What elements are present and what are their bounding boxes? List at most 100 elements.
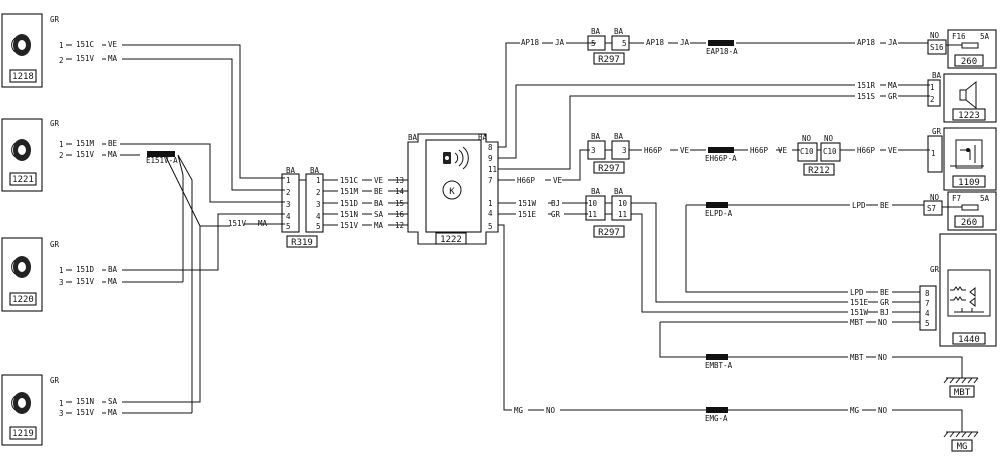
pin-number: 4 bbox=[286, 212, 291, 221]
wire-code: AP18 bbox=[857, 38, 876, 47]
key-icon: K bbox=[442, 180, 462, 200]
wire-color: NO bbox=[546, 406, 556, 415]
fuse-box-label: 260 bbox=[961, 57, 977, 67]
conn-color: NO bbox=[930, 193, 940, 202]
pin-number: 4 bbox=[925, 309, 930, 318]
relay-coil-icon bbox=[950, 139, 984, 169]
wire-color: VE bbox=[108, 40, 118, 49]
pin-number: 7 bbox=[488, 176, 493, 185]
wire-code: 151V bbox=[340, 221, 359, 230]
ap18-circuit: AP18 JA BA BA 5 5 R297 AP18 JA EAP18-A A… bbox=[498, 27, 928, 148]
wire-color: MA bbox=[108, 54, 118, 63]
sensor-1219: 1219 GR 1 3 151N SA 151V MA bbox=[1, 374, 118, 446]
conn-color: NO bbox=[824, 134, 834, 143]
wire-code: 151V bbox=[76, 54, 95, 63]
wire-code: MG bbox=[850, 406, 860, 415]
wire-color: BE bbox=[880, 201, 890, 210]
pin-number: 10 bbox=[588, 199, 598, 208]
connector-label: R297 bbox=[598, 164, 620, 174]
wire-color: BJ bbox=[551, 199, 560, 208]
speaker-circuit: 151R MA 151S GR bbox=[498, 81, 930, 170]
module-label: 1440 bbox=[958, 335, 980, 345]
sensor-label: 1221 bbox=[12, 175, 34, 185]
wire-code: H66P bbox=[750, 146, 769, 155]
wire-color: MA bbox=[108, 408, 118, 417]
pin-number: C10 bbox=[823, 147, 837, 156]
h66p-circuit: H66P VE BA BA 3 3 R297 H66P VE EH66P-A H… bbox=[498, 132, 930, 185]
splice-label: EMBT-A bbox=[705, 361, 733, 370]
relay-1109: GR 1 1109 bbox=[927, 127, 997, 191]
wire-color: BA bbox=[374, 199, 384, 208]
pin-number: 4 bbox=[488, 209, 493, 218]
wire-color: GR bbox=[880, 298, 890, 307]
pin-number: S16 bbox=[930, 43, 944, 52]
remote-signal-icon bbox=[443, 146, 469, 170]
pin-number: 2 bbox=[286, 188, 291, 197]
fuse-rating: 5A bbox=[980, 194, 990, 203]
wire-code: 151R bbox=[857, 81, 876, 90]
pin-number: 15 bbox=[395, 199, 404, 208]
wire-code: MBT bbox=[850, 353, 864, 362]
wire-code: 151S bbox=[857, 92, 876, 101]
pin-number: 13 bbox=[395, 176, 404, 185]
pin-number: 12 bbox=[395, 221, 404, 230]
pin-number: 1 bbox=[930, 83, 935, 92]
pin-number: C10 bbox=[800, 147, 814, 156]
connector-label: R297 bbox=[598, 55, 620, 65]
wire-color: BA bbox=[108, 265, 118, 274]
wire-code: 151W bbox=[850, 308, 869, 317]
wire-color: NO bbox=[878, 406, 888, 415]
sensor-1221: 1221 GR 1 2 151M BE 151V MA bbox=[1, 118, 118, 192]
conn-color: BA bbox=[310, 166, 320, 175]
pin-number: 3 bbox=[316, 200, 321, 209]
wire-color: SA bbox=[108, 397, 118, 406]
splice-label: ELPD-A bbox=[705, 209, 733, 218]
pin-number: 16 bbox=[395, 210, 405, 219]
fuse-f16: NO S16 F16 5A 260 bbox=[927, 29, 997, 69]
conn-color: BA bbox=[932, 71, 942, 80]
wire-code: 151M bbox=[340, 187, 359, 196]
conn-color: GR bbox=[930, 265, 940, 274]
wire-code: 151V bbox=[76, 408, 95, 417]
pin-number: 11 bbox=[588, 210, 597, 219]
wire-code: 151N bbox=[76, 397, 94, 406]
conn-color: GR bbox=[50, 240, 60, 249]
wire-code: 151V bbox=[76, 150, 95, 159]
wire-code: 151D bbox=[340, 199, 359, 208]
wire-color: BJ bbox=[880, 308, 889, 317]
wire-code: H66P bbox=[517, 176, 536, 185]
fuse-name: F16 bbox=[952, 32, 966, 41]
wire-color: MA bbox=[108, 277, 118, 286]
pin-number: 11 bbox=[618, 210, 627, 219]
sensor-emitter-icon bbox=[11, 139, 31, 161]
wire-code: H66P bbox=[644, 146, 663, 155]
ground-mg: MG bbox=[943, 431, 979, 452]
wire-color: NO bbox=[878, 318, 888, 327]
conn-color: GR bbox=[932, 127, 942, 136]
pin-number: 8 bbox=[925, 289, 930, 298]
wire-color: JA bbox=[680, 38, 690, 47]
pin-number: 1 bbox=[488, 199, 493, 208]
module-1440: GR 8 7 4 5 1440 bbox=[919, 233, 997, 347]
pin-number: 3 bbox=[286, 200, 291, 209]
splice-label: EAP18-A bbox=[706, 47, 738, 56]
sensor-label: 1220 bbox=[12, 295, 34, 305]
wire-color: VE bbox=[778, 146, 788, 155]
wire-code: AP18 bbox=[646, 38, 665, 47]
conn-color: BA bbox=[286, 166, 296, 175]
ground-mbt: MBT bbox=[943, 377, 979, 398]
fuse-box-label: 260 bbox=[961, 218, 977, 228]
sensor-label: 1218 bbox=[12, 72, 34, 82]
wire-code: 151M bbox=[76, 139, 95, 148]
wire-code: AP18 bbox=[521, 38, 540, 47]
pin-number: 9 bbox=[488, 154, 493, 163]
mbt-circuit: MBT NO EMBT-A MBT NO bbox=[498, 224, 963, 378]
connector-r319: BA BA 1 2 3 4 5 1 2 3 4 5 R319 bbox=[281, 166, 324, 248]
conn-color: NO bbox=[930, 31, 940, 40]
ground-label: MBT bbox=[954, 388, 971, 398]
wire-code: H66P bbox=[857, 146, 876, 155]
mg-circuit: MG NO EMG-A MG NO bbox=[498, 224, 963, 432]
ecu-label: 1222 bbox=[440, 235, 462, 245]
r319-wire-labels: 151C VE 13 151M BE 14 151D BA 15 151N SA… bbox=[340, 176, 405, 230]
pin-number: 5 bbox=[488, 222, 493, 231]
